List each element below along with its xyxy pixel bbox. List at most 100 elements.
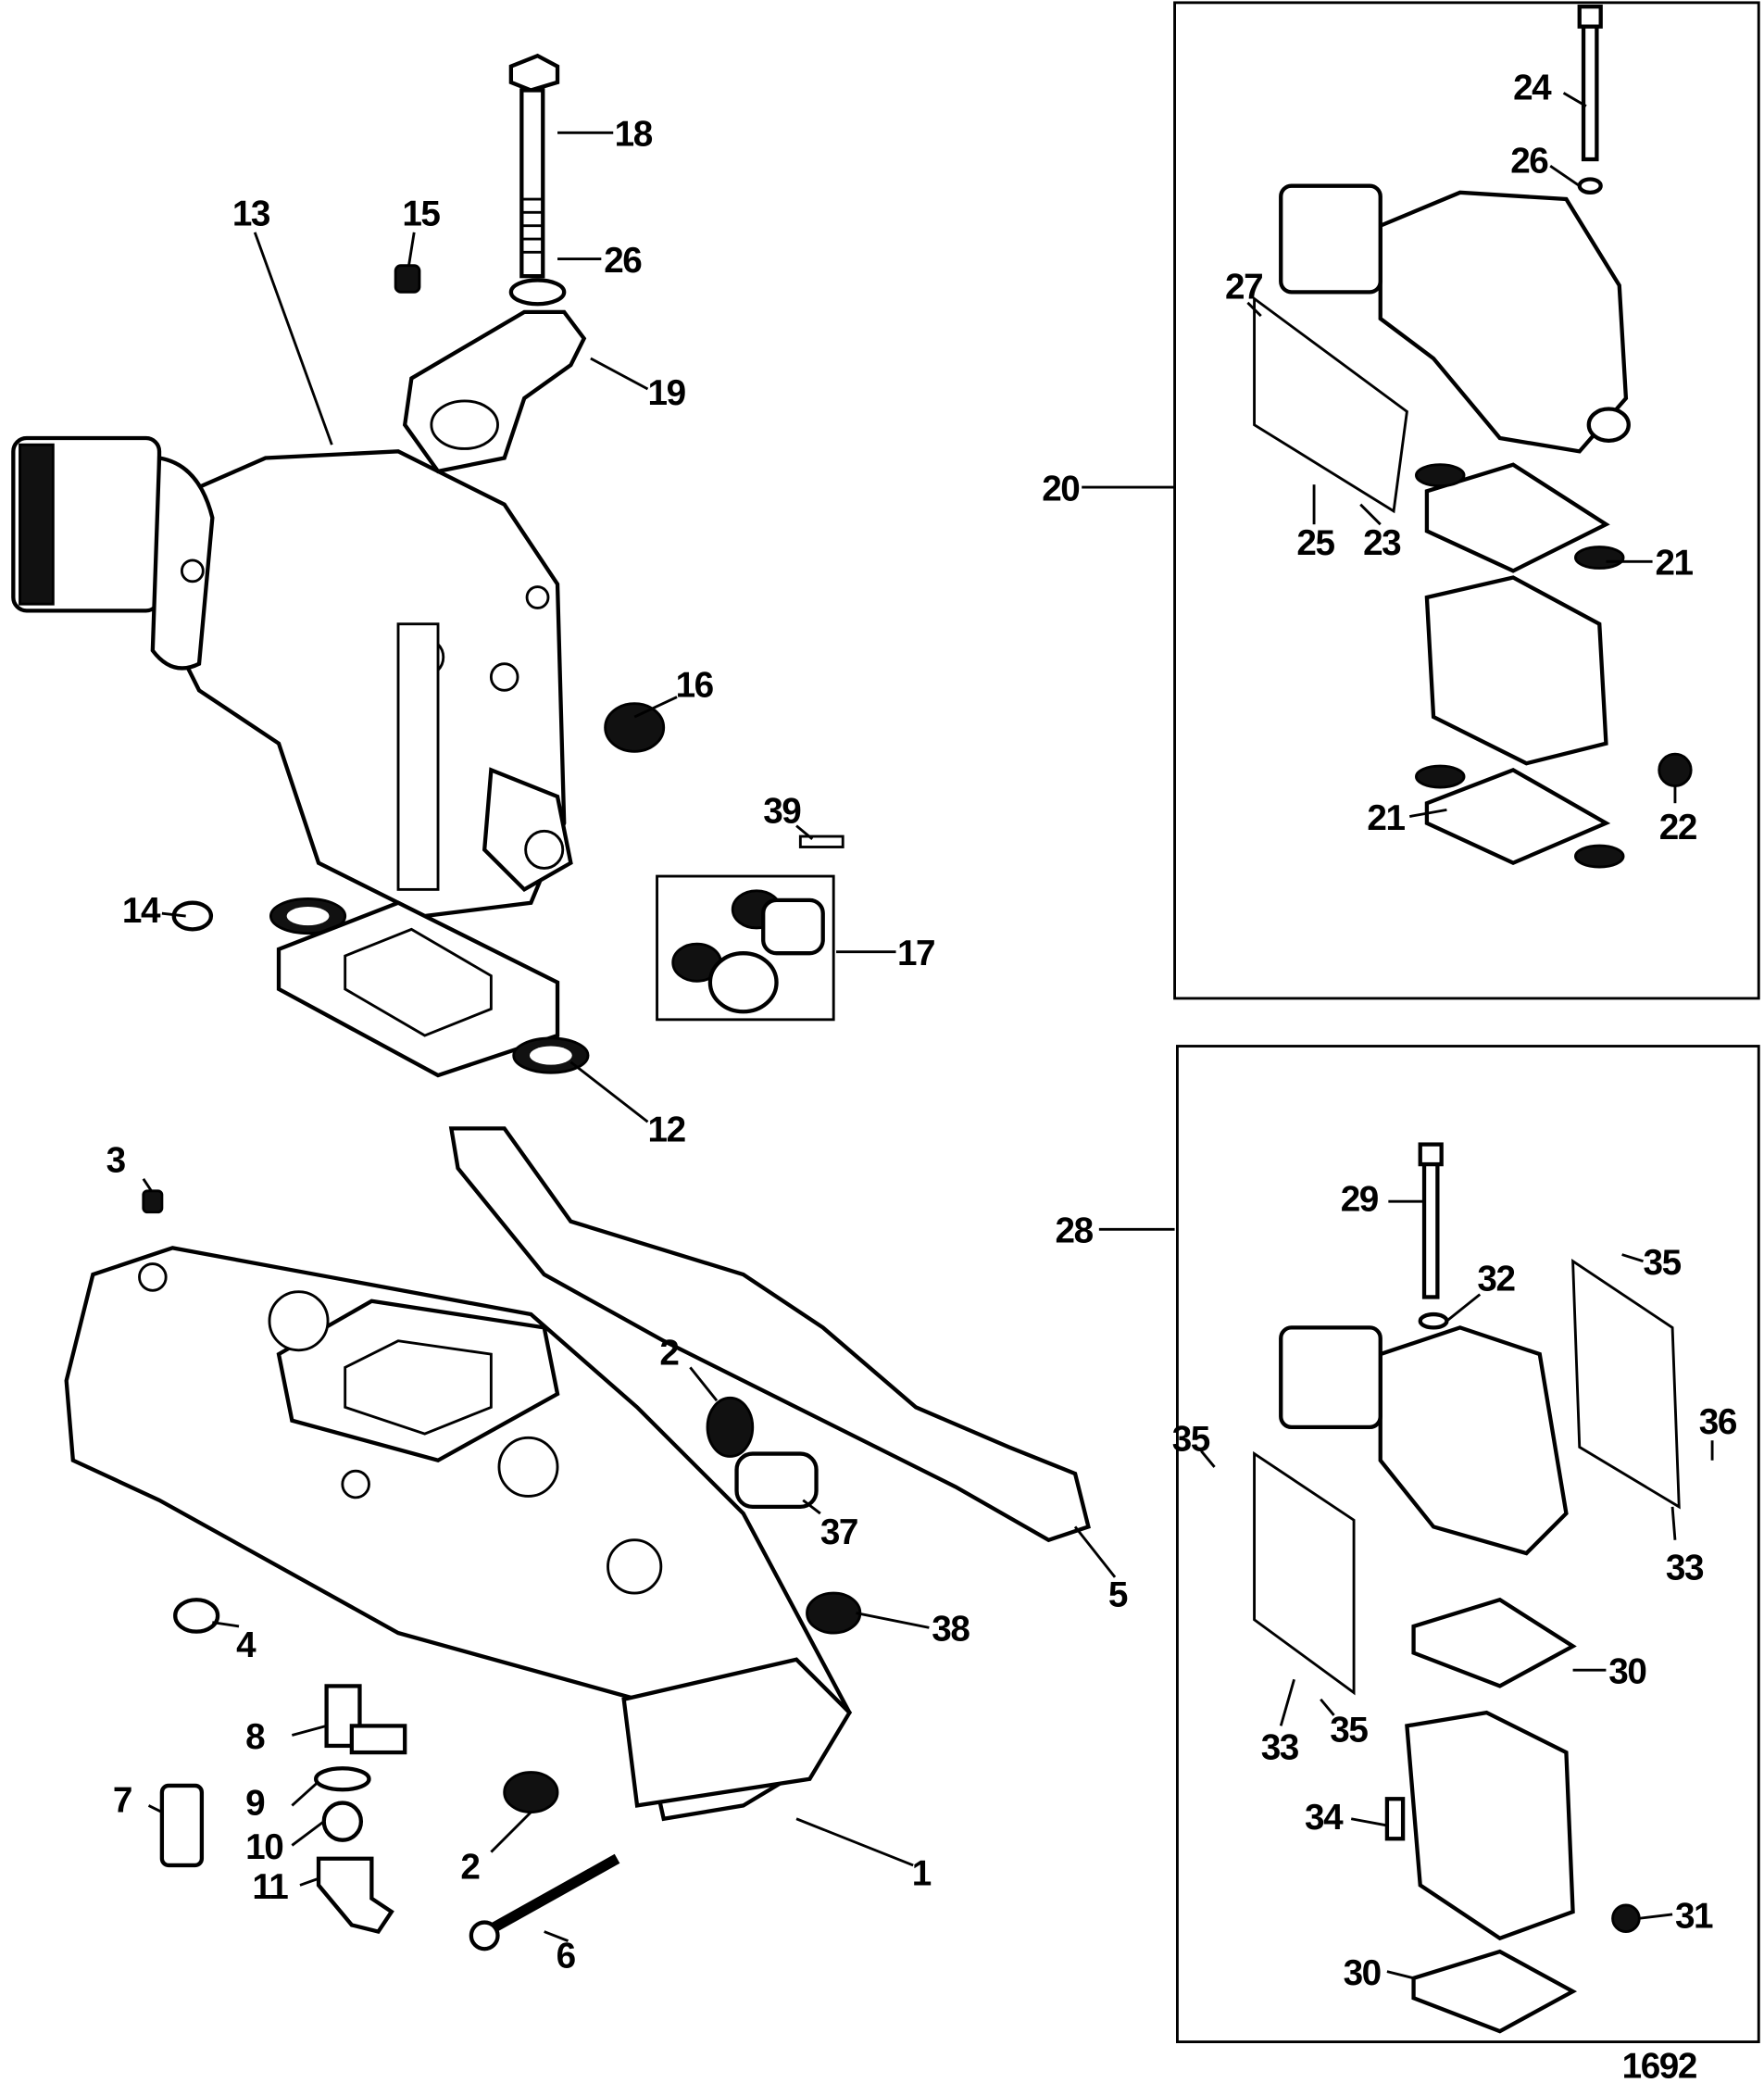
gasket-5 bbox=[448, 1126, 1091, 1543]
callout-26: 26 bbox=[604, 241, 642, 281]
inset-box-20 bbox=[1173, 1, 1760, 1000]
leader-line-21 bbox=[1409, 808, 1447, 818]
leader-line-23 bbox=[1359, 503, 1382, 526]
plug-2 bbox=[706, 1396, 755, 1458]
callout-30: 30 bbox=[1608, 1652, 1645, 1692]
o-ring-9 bbox=[314, 1766, 371, 1792]
exhaust-elbow-13 bbox=[11, 435, 573, 919]
callout-7: 7 bbox=[113, 1781, 131, 1821]
callout-28: 28 bbox=[1056, 1211, 1094, 1251]
bolt-6 bbox=[469, 1853, 620, 1951]
leader-line-38 bbox=[856, 1612, 930, 1629]
callout-35: 35 bbox=[1330, 1711, 1368, 1750]
leader-line-24 bbox=[1562, 92, 1587, 107]
callout-36: 36 bbox=[1699, 1402, 1737, 1442]
plug-16 bbox=[604, 702, 666, 753]
callout-2: 2 bbox=[659, 1334, 678, 1374]
callout-32: 32 bbox=[1477, 1259, 1514, 1299]
callout-19: 19 bbox=[648, 373, 686, 413]
callout-15: 15 bbox=[402, 194, 440, 234]
callout-6: 6 bbox=[557, 1936, 576, 1976]
callout-5: 5 bbox=[1108, 1575, 1128, 1614]
leader-line-2 bbox=[689, 1366, 719, 1402]
leader-line-37 bbox=[802, 1499, 821, 1515]
callout-35: 35 bbox=[1644, 1243, 1682, 1283]
leader-line-19 bbox=[590, 357, 649, 391]
leader-line-34 bbox=[1350, 1817, 1388, 1827]
callout-12: 12 bbox=[648, 1111, 685, 1150]
bracket-19 bbox=[402, 309, 587, 474]
callout-30: 30 bbox=[1344, 1953, 1381, 1993]
callout-26: 26 bbox=[1510, 141, 1548, 181]
callout-25: 25 bbox=[1296, 523, 1334, 563]
leader-line-8 bbox=[291, 1725, 327, 1737]
ring-4 bbox=[173, 1598, 220, 1634]
fitting-37 bbox=[734, 1451, 819, 1510]
callout-11: 11 bbox=[252, 1867, 288, 1907]
inset-20-parts bbox=[1253, 5, 1693, 869]
inset-box-28 bbox=[1175, 1045, 1760, 2043]
leader-line-12 bbox=[569, 1060, 649, 1123]
callout-8: 8 bbox=[245, 1717, 265, 1757]
gasket-12 bbox=[269, 897, 590, 1078]
leader-line-10 bbox=[291, 1820, 325, 1847]
leader-line-4 bbox=[212, 1621, 240, 1628]
ball-10 bbox=[321, 1801, 364, 1842]
leader-line-7 bbox=[147, 1804, 163, 1813]
leader-line-35 bbox=[1320, 1698, 1335, 1716]
leader-line-9 bbox=[291, 1780, 319, 1807]
plug-38 bbox=[806, 1591, 862, 1635]
callout-39: 39 bbox=[763, 792, 801, 832]
callout-14: 14 bbox=[122, 891, 161, 931]
callout-35: 35 bbox=[1172, 1420, 1210, 1460]
callout-2: 2 bbox=[460, 1847, 479, 1887]
leader-line-11 bbox=[299, 1876, 319, 1887]
drain-fitting-8 bbox=[324, 1684, 407, 1755]
leader-line-39 bbox=[795, 824, 814, 841]
fitting-7 bbox=[159, 1783, 205, 1868]
leader-line-35 bbox=[1621, 1253, 1644, 1263]
washer-26 bbox=[508, 278, 567, 307]
callout-24: 24 bbox=[1513, 69, 1552, 108]
exhaust-manifold-1 bbox=[64, 1246, 853, 1822]
callout-20: 20 bbox=[1042, 469, 1079, 508]
leader-line-3 bbox=[142, 1178, 153, 1192]
plug-3 bbox=[142, 1189, 164, 1214]
callout-18: 18 bbox=[615, 115, 653, 155]
leader-line-5 bbox=[1073, 1525, 1117, 1578]
plug-2b bbox=[503, 1771, 559, 1814]
callout-4: 4 bbox=[236, 1625, 256, 1665]
fittings-17 bbox=[671, 889, 825, 1014]
callout-37: 37 bbox=[820, 1512, 857, 1552]
callout-33: 33 bbox=[1261, 1727, 1299, 1767]
callout-29: 29 bbox=[1341, 1179, 1379, 1219]
callout-13: 13 bbox=[232, 194, 270, 234]
callout-22: 22 bbox=[1659, 808, 1696, 847]
callout-21: 21 bbox=[1367, 798, 1405, 838]
leader-line-30 bbox=[1386, 1970, 1414, 1980]
plug-15 bbox=[394, 264, 421, 294]
leader-line-33 bbox=[1279, 1678, 1295, 1726]
callout-16: 16 bbox=[676, 666, 714, 706]
leader-line-16 bbox=[633, 696, 678, 719]
fitting-kit-box-17 bbox=[656, 874, 835, 1022]
leader-line-31 bbox=[1639, 1913, 1673, 1920]
callout-21: 21 bbox=[1655, 544, 1693, 583]
callout-33: 33 bbox=[1666, 1549, 1704, 1588]
bolt-18 bbox=[508, 53, 560, 279]
callout-31: 31 bbox=[1675, 1896, 1713, 1936]
leader-line-35 bbox=[1200, 1449, 1216, 1468]
leader-line-26 bbox=[1549, 164, 1581, 187]
leader-line-32 bbox=[1445, 1293, 1482, 1323]
leader-line-27 bbox=[1246, 301, 1262, 318]
leader-line-6 bbox=[544, 1930, 569, 1942]
callout-38: 38 bbox=[932, 1610, 970, 1650]
callout-34: 34 bbox=[1305, 1798, 1344, 1838]
leader-line-13 bbox=[253, 232, 333, 445]
callout-17: 17 bbox=[897, 934, 934, 973]
leader-line-2 bbox=[490, 1811, 532, 1853]
callout-1: 1 bbox=[912, 1853, 932, 1893]
fitting-39 bbox=[798, 834, 844, 848]
figure-number: 1692 bbox=[1622, 2046, 1696, 2083]
